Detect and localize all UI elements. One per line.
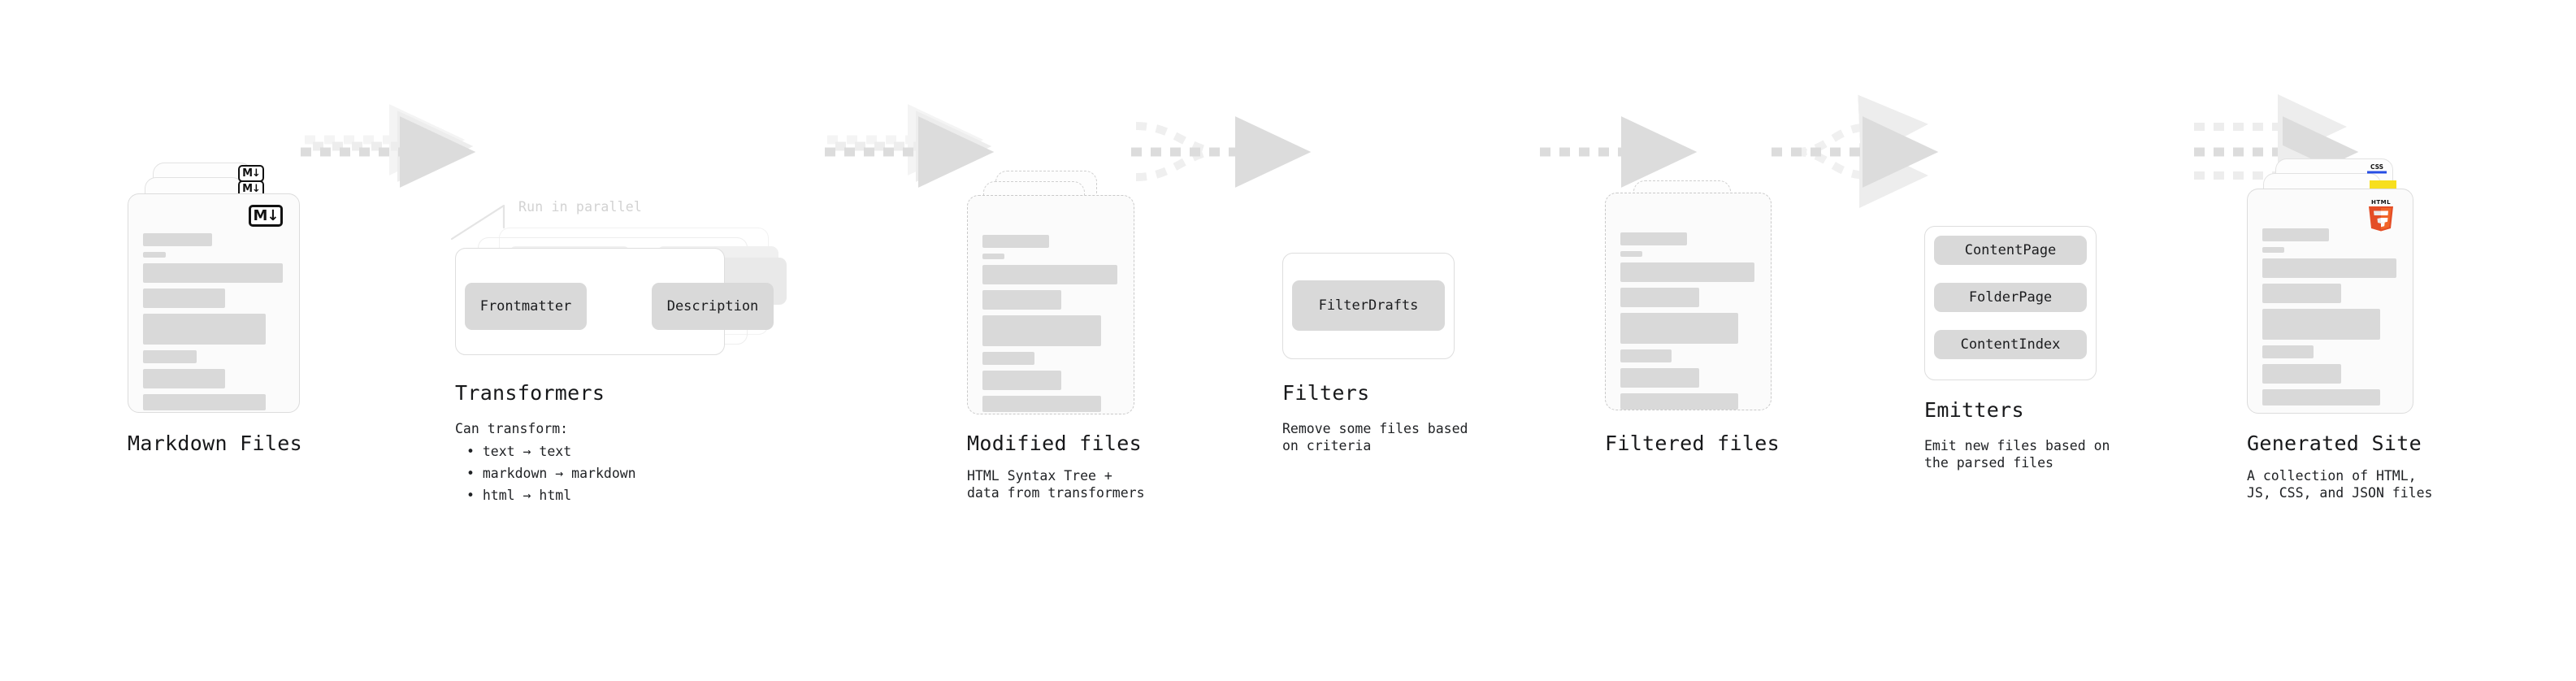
bar: [1620, 262, 1755, 282]
bar: [982, 396, 1102, 412]
bar: [2262, 258, 2397, 278]
transformers-bullet-3: • html → html: [466, 488, 572, 503]
run-in-parallel-bracket: [450, 204, 505, 241]
modified-card-front: [967, 195, 1134, 414]
filters-title: Filters: [1282, 381, 1370, 405]
bar: [2262, 309, 2381, 340]
emitter-node-contentindex[interactable]: ContentIndex: [1934, 330, 2087, 359]
filter-node-filterdrafts[interactable]: FilterDrafts: [1292, 280, 1445, 331]
bar: [2262, 364, 2341, 384]
bar: [1620, 349, 1672, 362]
site-card-front: HTML: [2247, 189, 2413, 414]
bar: [143, 288, 225, 308]
bar: [982, 315, 1102, 346]
bullet-text: markdown → markdown: [482, 466, 636, 481]
transformers-title: Transformers: [455, 381, 605, 405]
bar: [143, 314, 267, 345]
filtered-files-title: Filtered files: [1605, 432, 1780, 455]
bar: [1620, 368, 1699, 388]
filters-subtitle: Remove some files based on criteria: [1282, 421, 1468, 453]
bar: [982, 265, 1118, 284]
arrow-filtered-to-emitters: [1772, 94, 1939, 208]
bar: [1620, 313, 1739, 344]
bar: [982, 235, 1050, 248]
bar: [2262, 284, 2341, 303]
bar: [143, 252, 166, 258]
arrow-modified-to-filters: [1131, 116, 1312, 188]
transformers-bullet-2: • markdown → markdown: [466, 466, 636, 481]
modified-card-bars: [982, 235, 1119, 418]
bar: [982, 352, 1034, 365]
bullet-text: html → html: [482, 488, 572, 503]
emitters-title: Emitters: [1924, 398, 2024, 422]
bar: [143, 369, 225, 388]
markdown-card-front: M↓: [128, 193, 300, 413]
transformers-subtitle-head: Can transform:: [455, 421, 569, 436]
filtered-card-bars: [1620, 232, 1756, 415]
markdown-card-bars: [143, 233, 284, 416]
filtered-card-front: [1605, 193, 1772, 410]
run-in-parallel-label: Run in parallel: [518, 199, 643, 215]
bar: [982, 254, 1004, 259]
css3-icon: CSS: [2367, 162, 2387, 175]
bar: [2262, 247, 2284, 253]
markdown-files-title: Markdown Files: [128, 432, 302, 455]
modified-files-subtitle: HTML Syntax Tree + data from transformer…: [967, 468, 1145, 501]
transformers-bullet-1: • text → text: [466, 444, 572, 459]
bar: [143, 350, 197, 363]
svg-text:CSS: CSS: [2370, 163, 2383, 171]
generated-site-title: Generated Site: [2247, 432, 2422, 455]
emitters-subtitle: Emit new files based on the parsed files: [1924, 438, 2110, 471]
bar: [1620, 393, 1739, 410]
site-card-bars: [2262, 228, 2398, 411]
bar: [2262, 345, 2314, 358]
markdown-icon: M↓: [249, 205, 283, 227]
bullet-text: text → text: [482, 444, 572, 459]
emitter-node-folderpage[interactable]: FolderPage: [1934, 283, 2087, 312]
bar: [143, 263, 284, 283]
bar: [1620, 288, 1699, 307]
transformer-node-description[interactable]: Description: [652, 283, 774, 330]
bar: [143, 233, 213, 246]
bar: [982, 290, 1062, 310]
html5-icon: HTML: [2365, 197, 2397, 232]
svg-text:HTML: HTML: [2371, 199, 2391, 206]
arrow-markdown-to-transformers: [301, 104, 476, 188]
bar: [2262, 228, 2329, 241]
markdown-icon-back-2: M↓: [238, 165, 264, 182]
arrow-transformers-to-modified: [825, 104, 995, 188]
transformer-node-frontmatter[interactable]: Frontmatter: [465, 283, 587, 330]
modified-files-title: Modified files: [967, 432, 1142, 455]
bar: [1620, 232, 1687, 245]
bar: [1620, 251, 1642, 257]
emitter-node-contentpage[interactable]: ContentPage: [1934, 236, 2087, 265]
generated-site-subtitle: A collection of HTML, JS, CSS, and JSON …: [2247, 468, 2433, 501]
bar: [982, 371, 1062, 390]
bar: [143, 394, 267, 410]
bar: [2262, 389, 2381, 406]
